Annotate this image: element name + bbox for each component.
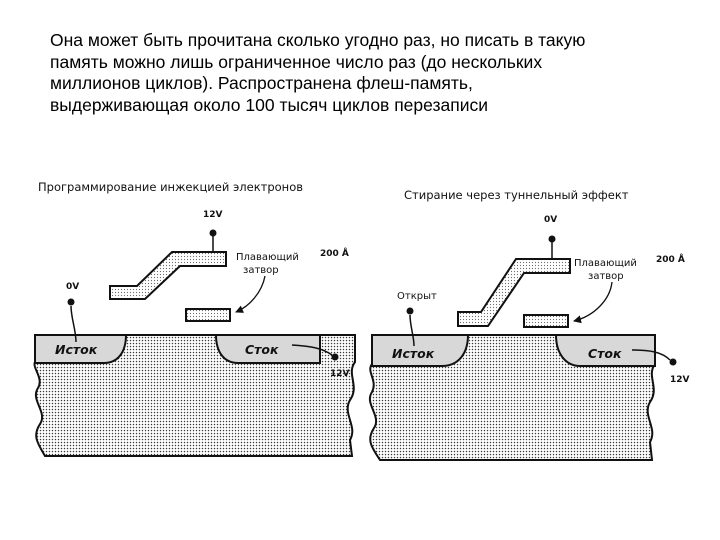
right-thickness: 200 Å [656,254,685,265]
right-drain-label: Сток [588,346,622,361]
left-source-terminal [67,298,75,306]
left-floating-gate-label: Плавающий [236,252,299,263]
right-source-terminal [406,307,414,315]
left-drain-wire [291,344,333,356]
intro-text: Она может быть прочитана сколько угодно … [50,30,690,116]
left-floating-gate-label-2: затвор [243,265,279,276]
left-caption: Программирование инжекцией электронов [38,180,303,194]
left-control-gate [109,251,227,300]
intro-line: выдерживающая около 100 тысяч циклов пер… [50,94,489,115]
right-drain-voltage: 12V [670,375,690,385]
right-drain-wire [631,349,671,361]
left-source-voltage: 0V [66,282,79,292]
right-gate-terminal [548,235,556,243]
left-floating-gate-pointer [235,275,266,313]
right-floating-gate-pointer [573,281,613,324]
left-drain-region [214,334,321,364]
right-source-wire [409,314,415,347]
left-diagram: Программирование инжекцией электронов Ис… [33,180,356,457]
right-source-region [371,334,470,367]
left-floating-gate [185,308,231,322]
intro-line: память можно лишь ограниченное число раз… [50,51,543,72]
left-drain-voltage: 12V [330,369,350,379]
right-drain-terminal [669,358,677,366]
right-source-label: Исток [392,346,435,361]
left-gate-voltage: 12V [203,210,223,220]
right-floating-gate-label-2: затвор [588,271,624,282]
left-source-region [34,334,128,364]
intro-line: миллионов циклов). Распространена флеш-п… [50,73,473,93]
left-drain-label: Сток [245,342,279,357]
intro-line: Она может быть прочитана сколько угодно … [50,30,586,50]
left-gate-terminal [209,229,217,237]
left-drain-terminal [331,353,339,361]
right-floating-gate [523,314,569,328]
right-diagram: Стирание через туннельный эффект Исток С… [369,188,690,461]
right-caption: Стирание через туннельный эффект [404,188,629,202]
right-drain-region [554,334,656,367]
right-source-state: Открыт [397,291,437,302]
left-source-wire [70,305,77,343]
right-control-gate [457,258,571,327]
left-source-label: Исток [55,342,98,357]
right-floating-gate-label: Плавающий [574,258,637,269]
right-gate-voltage: 0V [544,215,557,225]
left-thickness: 200 Å [320,248,349,259]
left-substrate [33,334,356,457]
